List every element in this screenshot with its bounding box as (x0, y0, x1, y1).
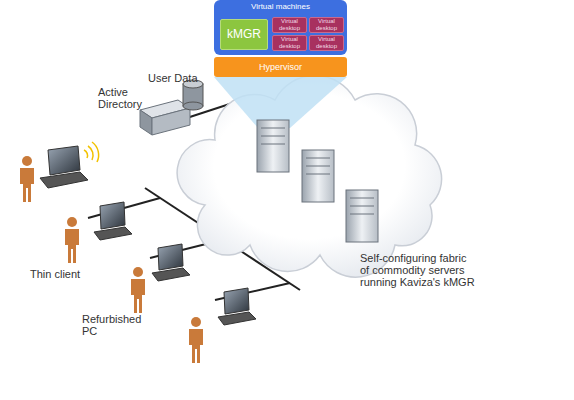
server-icon (302, 150, 334, 202)
node-text: Hypervisor (214, 62, 347, 72)
manager-box: kMGR (220, 19, 268, 50)
desktop-box: Virtual desktop (309, 35, 344, 51)
server-label: Active Directory (98, 86, 154, 110)
node-text: Virtual machines (214, 2, 347, 11)
node-text: Virtual desktop (273, 36, 306, 50)
desktop-box: Virtual desktop (309, 17, 344, 33)
desktop-box: Virtual desktop (272, 35, 307, 51)
user-figure (131, 267, 145, 313)
device-label: Refurbished PC (82, 313, 152, 337)
user-figure (189, 317, 203, 363)
server-icon (257, 120, 289, 172)
node-text: Virtual desktop (273, 18, 306, 32)
desktop-box: Virtual desktop (272, 17, 307, 33)
storage-label: User Data (148, 72, 208, 84)
laptop-icon (152, 244, 190, 281)
vm-container: Virtual machineskMGRVirtual desktopVirtu… (214, 0, 347, 55)
node-text: Virtual desktop (310, 18, 343, 32)
laptop-icon (94, 202, 132, 240)
caption-note: Self-configuring fabric of commodity ser… (360, 252, 478, 288)
user-figure (20, 156, 34, 202)
data-disk (183, 80, 203, 110)
server-icon (346, 190, 378, 242)
node-text: Virtual desktop (310, 36, 343, 50)
cloud (177, 76, 441, 278)
device-label: Thin client (30, 268, 100, 280)
user-figure (65, 217, 79, 263)
laptop-icon (218, 288, 256, 325)
laptop-icon (40, 142, 99, 188)
node-text: kMGR (221, 28, 267, 41)
hypervisor-bar: Hypervisor (214, 57, 347, 77)
